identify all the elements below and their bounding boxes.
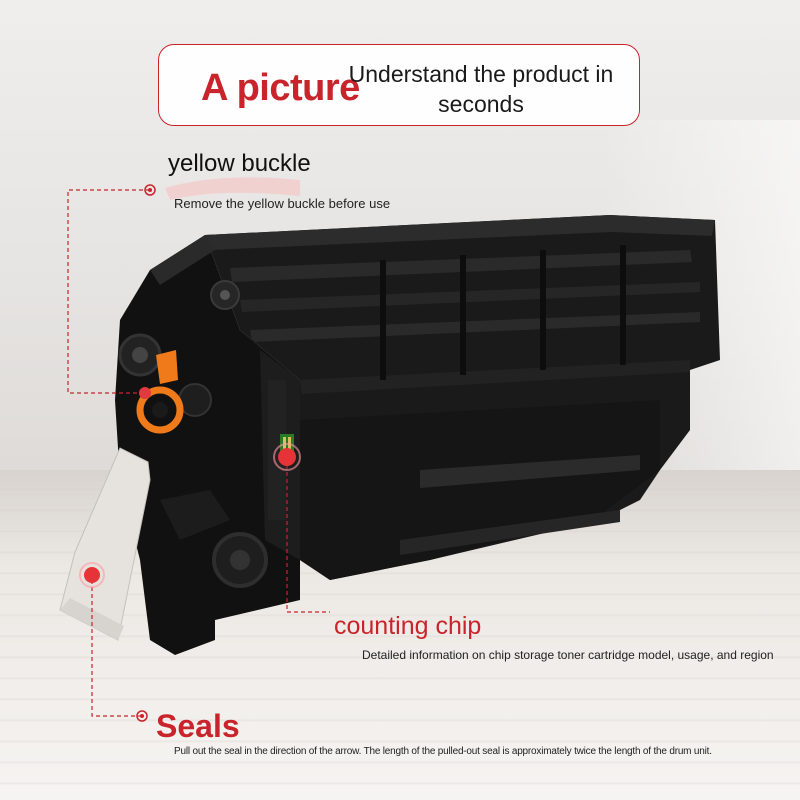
counting-chip-description: Detailed information on chip storage ton…	[362, 648, 774, 662]
callout-line-counting-chip	[273, 443, 330, 613]
toner-cartridge	[115, 215, 720, 655]
yellow-buckle-description: Remove the yellow buckle before use	[174, 196, 391, 211]
callout-line-seals	[79, 562, 148, 722]
header-banner: A picture Understand the product in seco…	[158, 44, 640, 126]
title-accent-swoosh	[165, 177, 300, 200]
banner-title: A picture	[201, 67, 360, 109]
seals-title: Seals	[156, 708, 240, 744]
counting-chip-title: counting chip	[334, 612, 482, 640]
banner-subtitle: Understand the product in seconds	[348, 61, 614, 117]
yellow-buckle	[136, 350, 184, 434]
yellow-buckle-title: yellow buckle	[168, 150, 311, 177]
callout-line-yellow-buckle	[67, 184, 156, 399]
seals-description: Pull out the seal in the direction of th…	[174, 746, 712, 757]
